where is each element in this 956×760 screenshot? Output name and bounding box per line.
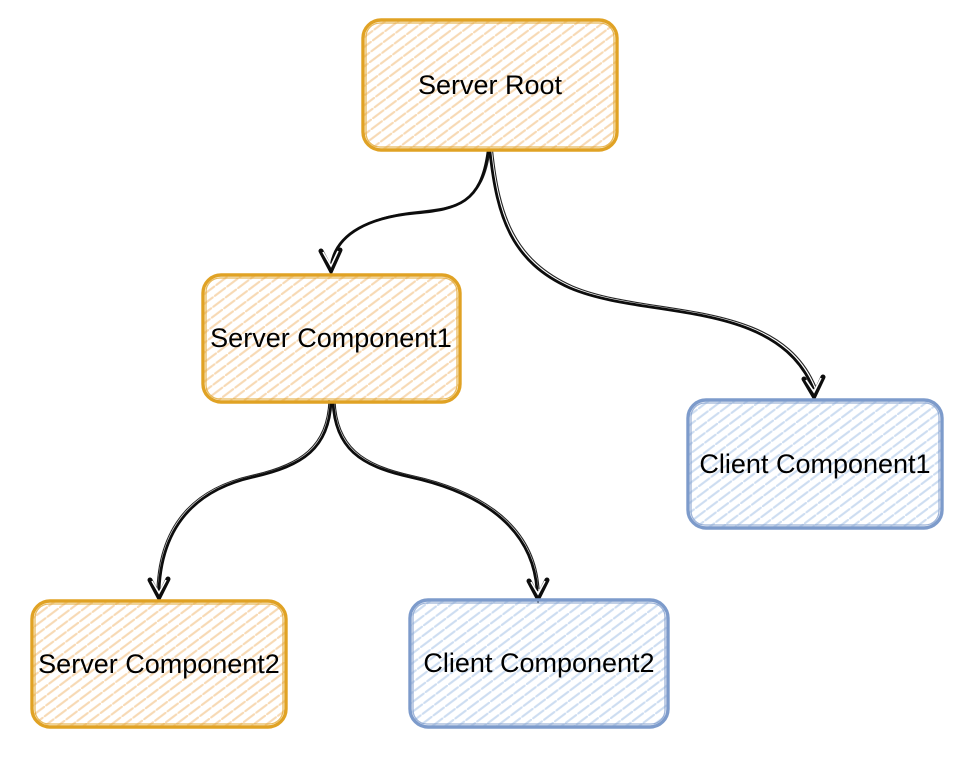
edge-curve	[488, 150, 815, 390]
edge-server-component1-to-client-component2	[331, 399, 550, 604]
node-client-component1: Client Component1	[686, 398, 944, 530]
node-client-component2: Client Component2	[408, 598, 670, 729]
node-server-component1: Server Component1	[201, 273, 462, 404]
node-server-component2-box	[30, 599, 288, 729]
edge-curve-echo	[491, 149, 817, 387]
node-server-component2-label: Server Component2	[38, 649, 280, 679]
node-client-component1-label: Client Component1	[699, 449, 930, 479]
arrowhead-icon	[318, 247, 343, 276]
edge-curve-echo	[156, 399, 330, 590]
edge-curve	[157, 400, 333, 592]
node-server-component2-box-echo	[34, 603, 284, 725]
node-client-component2-box	[408, 598, 670, 729]
node-client-component2-box-echo	[412, 602, 666, 725]
node-client-component2-label: Client Component2	[423, 648, 654, 678]
node-server-root-box-echo	[365, 22, 615, 148]
node-server-component1-label: Server Component1	[210, 323, 452, 353]
edge-curve	[331, 400, 539, 592]
node-client-component1-box	[686, 398, 944, 530]
node-server-root-box	[361, 18, 619, 152]
edge-server-root-to-client-component1	[488, 149, 826, 402]
arrowhead-icon	[801, 374, 826, 402]
edge-server-component1-to-server-component2	[147, 399, 333, 603]
edge-curve-echo	[332, 149, 491, 266]
edge-curve	[329, 150, 490, 268]
node-client-component1-box-echo	[690, 402, 940, 526]
arrowhead-icon	[526, 577, 550, 604]
edge-curve-echo	[334, 399, 540, 590]
node-server-root-label: Server Root	[418, 70, 563, 100]
edge-server-root-to-server-component1	[318, 149, 491, 276]
node-server-component1-box-echo	[205, 277, 458, 400]
arrowhead-icon	[147, 576, 171, 603]
node-server-component2: Server Component2	[30, 599, 288, 729]
node-server-component1-box	[201, 273, 462, 404]
node-server-root: Server Root	[361, 18, 619, 152]
